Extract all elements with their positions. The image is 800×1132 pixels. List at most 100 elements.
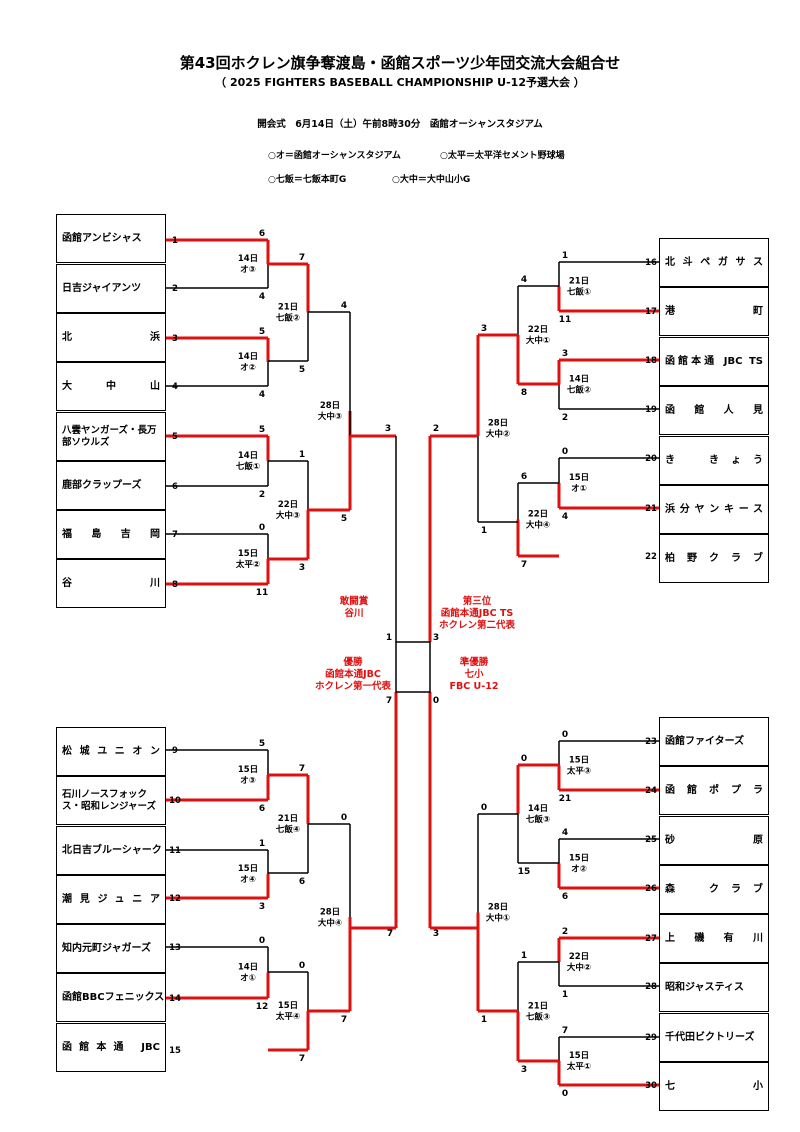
match-venue: オ② xyxy=(571,865,587,875)
team-box-4: 大 中 山 xyxy=(56,362,166,411)
score-bottom: 1 xyxy=(562,990,568,1000)
team-name: 港 町 xyxy=(665,305,763,317)
score-top: 4 xyxy=(341,301,347,311)
team-number: 28 xyxy=(645,982,657,992)
score-bottom: 12 xyxy=(256,1002,269,1012)
page-title: 第43回ホクレン旗争奪渡島・函館スポーツ少年団交流大会組合せ xyxy=(179,54,621,72)
match-date: 15日 xyxy=(569,854,589,864)
final-score: 7 xyxy=(386,696,392,706)
venue-legend-2: ○太平＝太平洋セメント野球場 xyxy=(440,151,565,161)
score-top: 0 xyxy=(259,523,265,533)
team-box-11: 北日吉ブルーシャーク xyxy=(56,826,166,875)
team-box-21: 浜分ヤンキース xyxy=(659,485,769,534)
team-name: 松城ユニオン xyxy=(62,745,160,757)
page-subtitle: （ 2025 FIGHTERS BASEBALL CHAMPIONSHIP U-… xyxy=(215,76,585,89)
match-venue: オ② xyxy=(240,363,256,373)
match-venue: 七飯② xyxy=(567,385,591,396)
team-number: 12 xyxy=(169,894,181,904)
match-date: 22日 xyxy=(528,325,548,335)
final-score: 3 xyxy=(433,633,439,643)
team-name: 福 島 吉 岡 xyxy=(62,528,160,540)
score-top: 1 xyxy=(299,450,305,460)
final-box xyxy=(395,641,431,693)
match-date: 14日 xyxy=(238,254,258,264)
semi-score: 3 xyxy=(385,424,391,434)
team-box-30: 七 小 xyxy=(659,1062,769,1111)
semi-score: 7 xyxy=(387,929,393,939)
team-number: 3 xyxy=(172,334,178,344)
team-box-14: 函館BBCフェニックス xyxy=(56,973,166,1022)
match-date: 15日 xyxy=(238,765,258,775)
team-name: 森 クラブ xyxy=(665,883,763,895)
score-top: 3 xyxy=(562,349,568,359)
match-date: 14日 xyxy=(238,963,258,973)
score-top: 0 xyxy=(259,936,265,946)
team-box-7: 福 島 吉 岡 xyxy=(56,510,166,559)
team-number: 1 xyxy=(172,236,178,246)
score-top: 5 xyxy=(259,739,265,749)
score-bottom: 7 xyxy=(521,560,527,570)
team-box-22: 柏野クラブ xyxy=(659,534,769,583)
score-top: 0 xyxy=(299,961,305,971)
team-name: 北斗ペガサス xyxy=(665,256,763,268)
team-name: 北日吉ブルーシャーク xyxy=(62,844,162,856)
score-bottom: 8 xyxy=(521,388,527,398)
team-name: 柏野クラブ xyxy=(665,552,763,564)
team-box-18: 函館本通 JBC TS xyxy=(659,337,769,386)
match-date: 15日 xyxy=(569,756,589,766)
venue-legend-4: ○大中＝大中山小G xyxy=(392,175,471,185)
match-venue: 太平① xyxy=(566,1061,591,1072)
match-date: 22日 xyxy=(528,510,548,520)
fighting-spirit-award: 敢闘賞 谷川 xyxy=(339,596,369,619)
team-number: 18 xyxy=(645,356,657,366)
score-top: 1 xyxy=(562,251,568,261)
score-top: 7 xyxy=(299,764,305,774)
final-score: 1 xyxy=(386,633,392,643)
score-top: 0 xyxy=(481,803,487,813)
team-box-29: 千代田ビクトリーズ xyxy=(659,1013,769,1062)
team-name: 日吉ジャイアンツ xyxy=(62,282,142,294)
team-number: 2 xyxy=(172,284,178,294)
team-box-25: 砂 原 xyxy=(659,816,769,865)
match-date: 28日 xyxy=(488,419,508,429)
match-venue: 七飯③ xyxy=(526,1012,550,1023)
score-bottom: 6 xyxy=(562,892,568,902)
team-number: 22 xyxy=(645,552,657,562)
score-bottom: 3 xyxy=(521,1065,527,1075)
match-date: 21日 xyxy=(278,814,298,824)
team-box-24: 函館ポプラ xyxy=(659,766,769,815)
match-venue: オ③ xyxy=(240,265,256,275)
match-date: 14日 xyxy=(238,451,258,461)
score-bottom: 5 xyxy=(341,514,347,524)
team-box-15: 函館本通 JBC xyxy=(56,1023,166,1072)
team-name: 函館ファイターズ xyxy=(665,735,745,747)
team-number: 26 xyxy=(645,884,657,894)
match-venue: 大中④ xyxy=(526,520,550,531)
match-venue: 七飯③ xyxy=(526,814,550,825)
opening-ceremony: 開会式 6月14日（土）午前8時30分 函館オーシャンスタジアム xyxy=(257,119,543,130)
score-bottom: 3 xyxy=(259,902,265,912)
match-date: 15日 xyxy=(238,864,258,874)
score-bottom: 5 xyxy=(299,365,305,375)
match-venue: 大中② xyxy=(567,962,591,973)
match-date: 14日 xyxy=(528,804,548,814)
score-bottom: 6 xyxy=(299,877,305,887)
match-date: 15日 xyxy=(569,473,589,483)
team-number: 6 xyxy=(172,482,178,492)
team-number: 17 xyxy=(645,307,657,317)
team-name: 函館BBCフェニックス xyxy=(62,991,165,1003)
team-name: 知内元町ジャガーズ xyxy=(62,942,151,954)
team-number: 11 xyxy=(169,846,181,856)
team-number: 27 xyxy=(645,934,657,944)
venue-legend-1: ○オ＝函館オーシャンスタジアム xyxy=(268,151,401,161)
team-name: 昭和ジャスティス xyxy=(665,981,744,993)
team-box-9: 松城ユニオン xyxy=(56,727,166,776)
match-venue: 大中③ xyxy=(276,510,300,521)
score-bottom: 4 xyxy=(562,512,568,522)
team-number: 21 xyxy=(645,504,657,514)
score-bottom: 15 xyxy=(518,867,531,877)
team-box-17: 港 町 xyxy=(659,287,769,336)
match-date: 15日 xyxy=(278,1001,298,1011)
team-number: 29 xyxy=(645,1033,657,1043)
